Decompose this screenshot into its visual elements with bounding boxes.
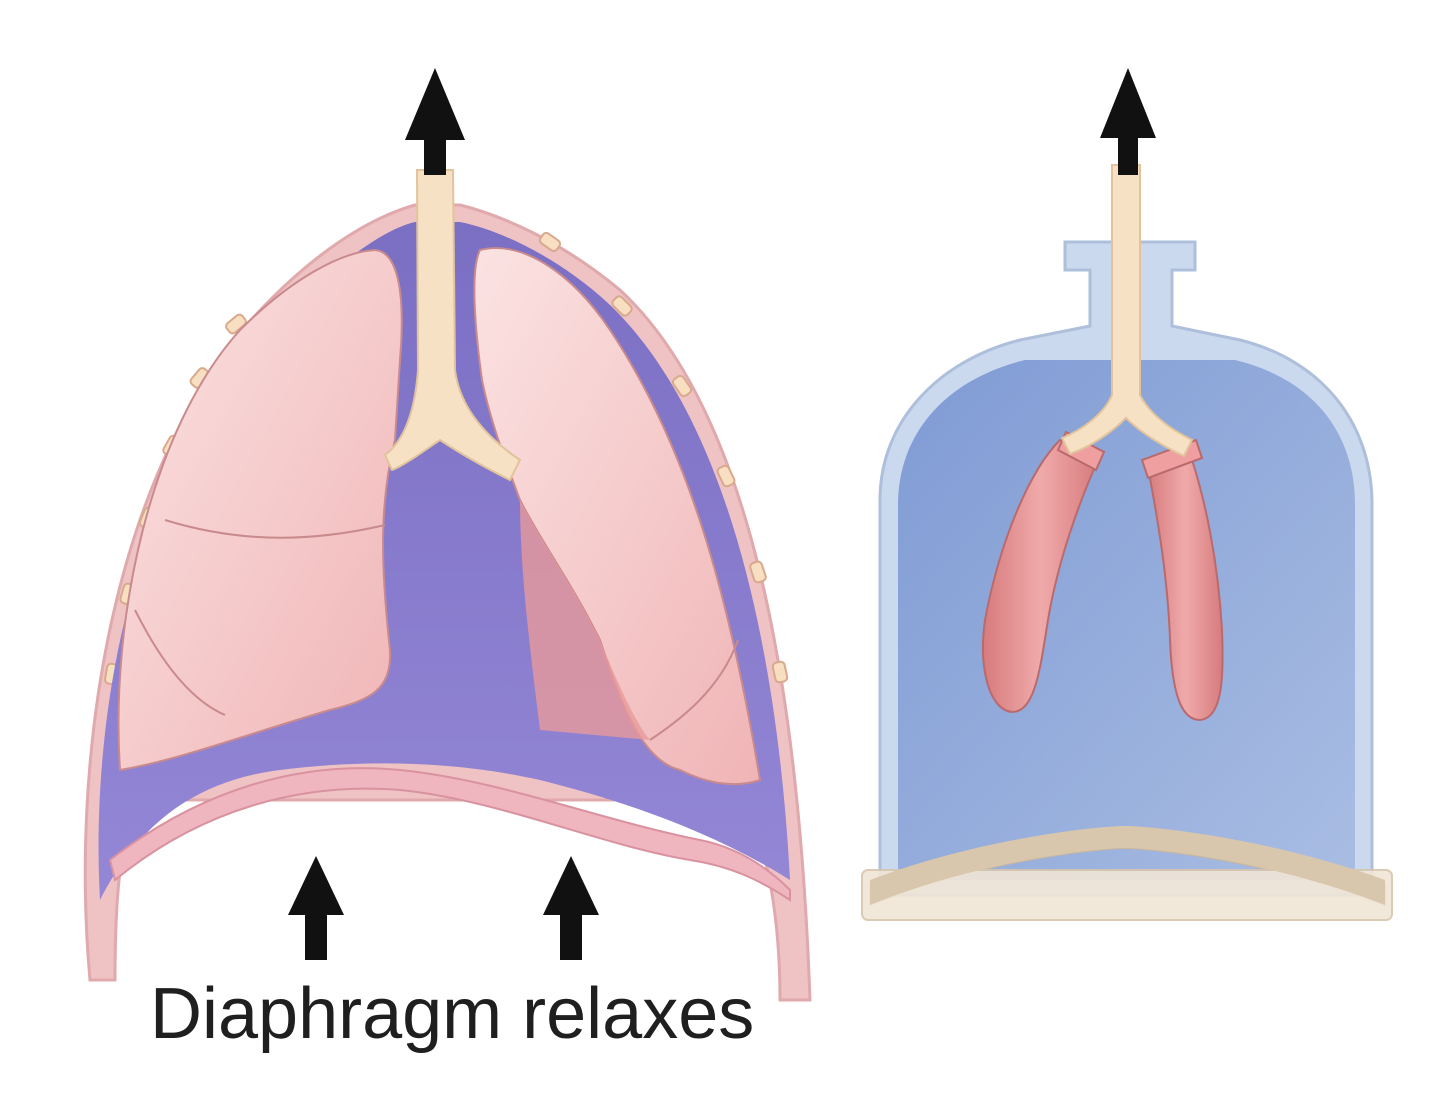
lung-fissure [164,519,386,539]
jar-base [861,869,1393,921]
thorax-illustration [83,68,812,1002]
diaphragm [108,767,791,902]
balloon-left [982,438,1100,714]
up-arrow-icon [543,856,599,960]
lung-left-view [117,248,403,772]
lung-right-view [473,247,762,786]
balloon-right [1146,458,1224,722]
lung-fissure [649,639,739,741]
up-arrow-icon [288,856,344,960]
y-tube [1060,164,1194,458]
caption-diaphragm-relaxes: Diaphragm relaxes [150,974,755,1054]
lung-fissure [134,609,226,716]
jar-interior [898,360,1355,880]
trachea [383,169,522,482]
up-arrow-icon [1100,68,1156,175]
heart-notch [520,500,650,740]
up-arrow-icon [405,68,465,175]
bell-jar-model [861,68,1393,921]
rubber-edge [870,826,1385,905]
